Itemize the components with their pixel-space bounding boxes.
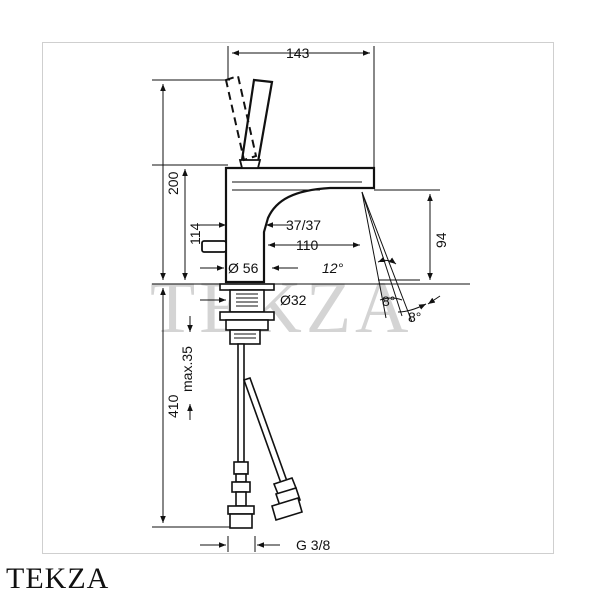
hose-fittings [227, 461, 303, 529]
dim-max35-label: max.35 [179, 346, 195, 392]
dim-37-label: 37/37 [286, 217, 321, 233]
dim-8b-label: 8° [408, 309, 421, 325]
thread-label: G 3/8 [296, 537, 330, 553]
watermark-text: TEKZA [150, 267, 413, 349]
spray-angle-lines [361, 191, 441, 323]
brand-logo-text: TEKZA [6, 562, 110, 595]
dim-410-label: 410 [165, 394, 181, 418]
dim-114-label: 114 [187, 222, 203, 245]
faucet-body [224, 166, 376, 284]
lever-handle [238, 78, 274, 169]
faucet-spout-shape [224, 166, 376, 284]
mounting-shank [219, 283, 275, 345]
drawing-frame [42, 42, 554, 554]
dim-56-label: Ø 56 [228, 260, 259, 276]
dim-200-label: 200 [165, 171, 181, 195]
dim-12-angle-label: 12° [322, 260, 344, 276]
dim-32-label: Ø32 [280, 292, 307, 308]
dim-94-label: 94 [433, 232, 449, 248]
dim-8a-label: 8° [382, 293, 395, 309]
popup-knob [201, 240, 227, 253]
dimension-lines [160, 50, 433, 548]
dim-143-label: 143 [286, 45, 310, 61]
dim-110-label: 110 [296, 237, 319, 253]
lever-handle-alt-position [224, 74, 258, 162]
supply-hoses [237, 343, 290, 488]
